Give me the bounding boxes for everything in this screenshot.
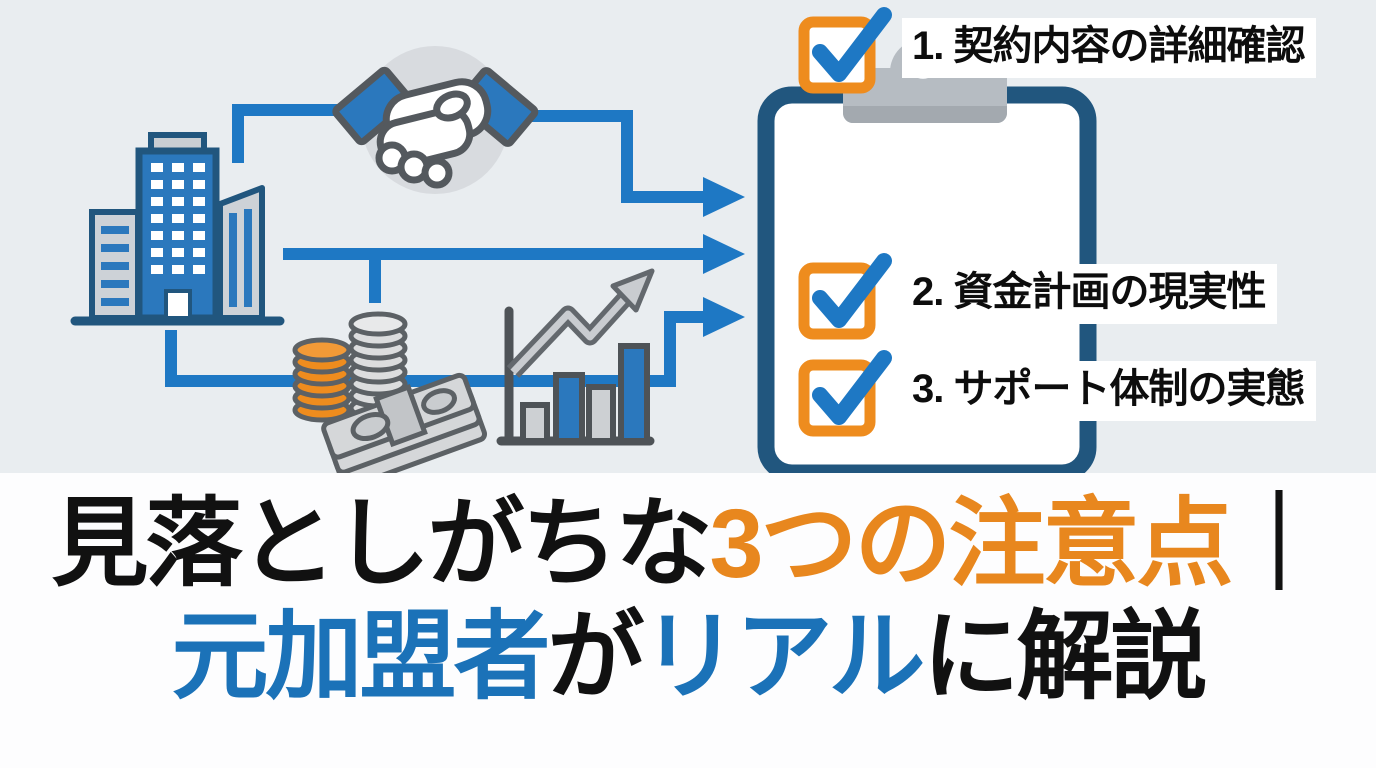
checklist-item-label: 2. 資金計画の現実性 <box>902 264 1278 324</box>
checklist-item-1: 1. 契約内容の詳細確認 <box>794 0 1317 96</box>
building-icon <box>70 132 285 326</box>
headline-line-2: 元加盟者がリアルに解説 <box>0 600 1376 713</box>
checklist-item-2: 2. 資金計画の現実性 <box>794 246 1278 342</box>
handshake-icon <box>332 46 539 194</box>
checklist: 1. 契約内容の詳細確認 2. 資金計画の現実性 3. サポート体制の実態 <box>794 0 1317 439</box>
checklist-item-label: 3. サポート体制の実態 <box>902 361 1317 421</box>
headline-segment: 元加盟者 <box>171 602 550 712</box>
headline-segment: に解説 <box>922 602 1208 712</box>
headline-section: 見落としがちな3つの注意点｜ 元加盟者がリアルに解説 <box>0 473 1376 768</box>
headline-segment: 3つの注意点 <box>709 489 1234 598</box>
arrow-right-icon <box>703 234 745 274</box>
money-icon <box>292 311 488 473</box>
checklist-item-label: 1. 契約内容の詳細確認 <box>902 18 1317 78</box>
arrow-right-icons <box>703 177 745 337</box>
headline-line-1: 見落としがちな3つの注意点｜ <box>0 487 1376 600</box>
headline-segment: ｜ <box>1230 489 1327 598</box>
headline-segment: リアル <box>641 602 925 712</box>
illustration-section: 1. 契約内容の詳細確認 2. 資金計画の現実性 3. サポート体制の実態 <box>70 0 1317 473</box>
connector-lines <box>165 104 705 387</box>
headline-segment: 見落としがちな <box>51 489 713 598</box>
checkbox-checked-icon <box>798 253 892 340</box>
arrow-right-icon <box>703 177 745 217</box>
headline-segment: が <box>547 602 644 712</box>
growth-chart-icon <box>496 268 655 446</box>
checklist-item-3: 3. サポート体制の実態 <box>794 343 1317 439</box>
arrow-right-icon <box>703 297 745 337</box>
checkbox-checked-icon <box>798 7 892 94</box>
checkbox-checked-icon <box>798 350 892 437</box>
